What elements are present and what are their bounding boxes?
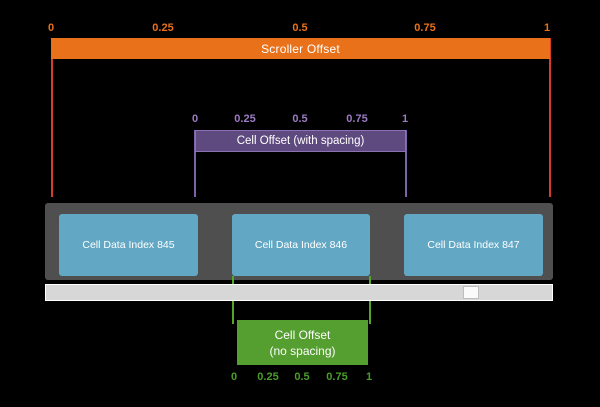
cell-offset-no-spacing-label-line1: Cell Offset [274, 327, 331, 342]
scroller-tick-025: 0.25 [152, 22, 174, 34]
cell-offset-no-spacing-tick-0: 0 [230, 371, 238, 383]
cell-offset-no-spacing-label-line2: (no spacing) [269, 343, 336, 358]
cell-offset-spacing-right-guide-line [405, 130, 407, 197]
scroller-tick-05: 0.5 [292, 22, 308, 34]
cell-offset-no-spacing-box: Cell Offset (no spacing) [237, 320, 368, 365]
scroller-offset-label: Scroller Offset [261, 41, 340, 56]
scroller-left-guide-line [51, 38, 53, 197]
cell-846-label: Cell Data Index 846 [254, 239, 348, 251]
scrollbar-track[interactable] [45, 284, 553, 301]
scroller-tick-0: 0 [47, 22, 55, 34]
cell-offset-spacing-label: Cell Offset (with spacing) [236, 135, 365, 147]
scroller-tick-075: 0.75 [414, 22, 436, 34]
cell-846[interactable]: Cell Data Index 846 [232, 214, 370, 276]
cell-845-label: Cell Data Index 845 [82, 239, 175, 251]
cell-offset-spacing-tick-075: 0.75 [346, 113, 368, 125]
cell-offset-no-spacing-tick-075: 0.75 [326, 371, 348, 383]
cell-container: Cell Data Index 845 Cell Data Index 846 … [45, 203, 553, 280]
cell-847-label: Cell Data Index 847 [427, 239, 520, 251]
cell-offset-spacing-tick-0: 0 [191, 113, 199, 125]
scroller-offset-bar: Scroller Offset [51, 38, 550, 59]
cell-offset-no-spacing-tick-05: 0.5 [294, 371, 310, 383]
cell-offset-spacing-tick-025: 0.25 [234, 113, 256, 125]
cell-offset-spacing-tick-05: 0.5 [292, 113, 308, 125]
cell-845[interactable]: Cell Data Index 845 [59, 214, 198, 276]
scroller-right-guide-line [549, 38, 551, 197]
cell-offset-no-spacing-tick-025: 0.25 [257, 371, 279, 383]
cell-847[interactable]: Cell Data Index 847 [404, 214, 543, 276]
cell-offset-spacing-bar: Cell Offset (with spacing) [195, 130, 406, 152]
cell-offset-spacing-tick-1: 1 [401, 113, 409, 125]
cell-offset-no-spacing-tick-1: 1 [365, 371, 373, 383]
scrollbar-thumb[interactable] [463, 286, 479, 299]
cell-offset-spacing-left-guide-line [194, 130, 196, 197]
scroller-tick-1: 1 [543, 22, 551, 34]
